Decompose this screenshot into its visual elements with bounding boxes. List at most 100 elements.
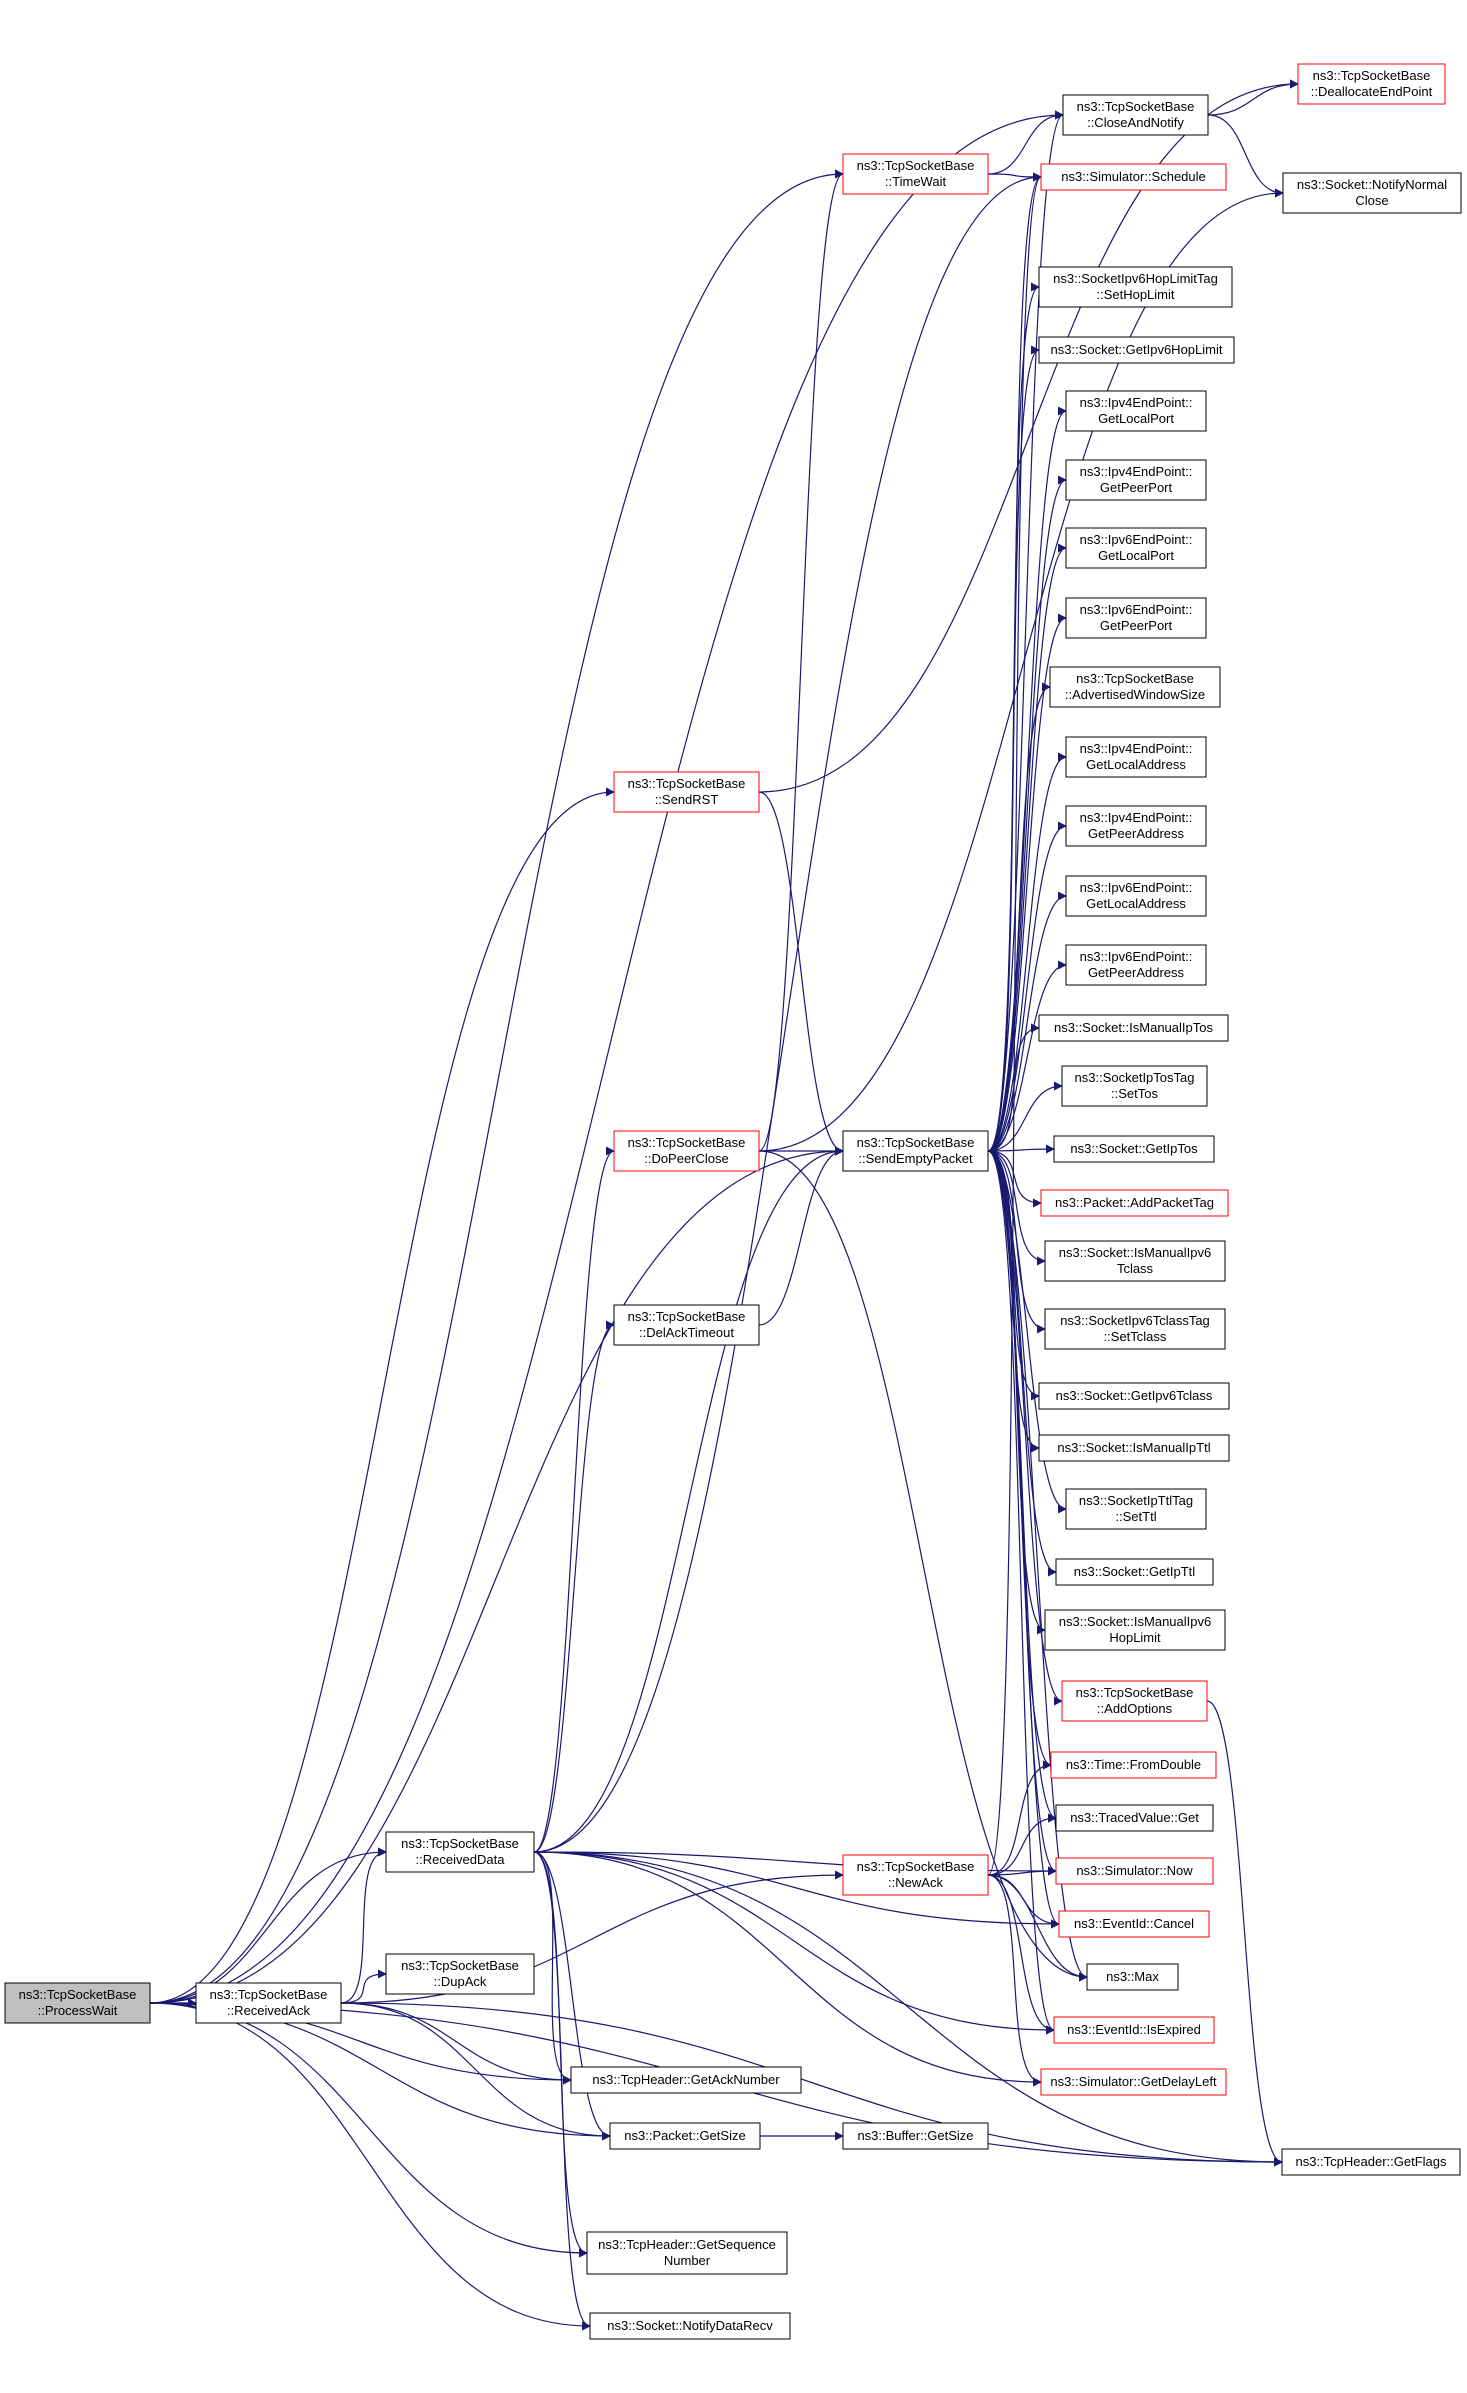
- node-notify-data-recv[interactable]: ns3::Socket::NotifyDataRecv: [589, 2312, 791, 2340]
- node-process-wait-label-0: ns3::TcpSocketBase: [19, 1987, 137, 2002]
- node-buffer-get-size[interactable]: ns3::Buffer::GetSize: [842, 2122, 989, 2150]
- node-get-delay-left[interactable]: ns3::Simulator::GetDelayLeft: [1040, 2068, 1227, 2096]
- edge-send-rst-to-send-empty-packet: [758, 791, 844, 1156]
- node-received-data[interactable]: ns3::TcpSocketBase::ReceivedData: [385, 1831, 535, 1873]
- node-ipv6-local-port[interactable]: ns3::Ipv6EndPoint::GetLocalPort: [1065, 527, 1207, 569]
- node-new-ack[interactable]: ns3::TcpSocketBase::NewAck: [842, 1854, 989, 1896]
- node-ns3-max-box: [1086, 1963, 1179, 1991]
- node-del-ack-timeout[interactable]: ns3::TcpSocketBase::DelAckTimeout: [613, 1304, 760, 1346]
- node-received-ack[interactable]: ns3::TcpSocketBase::ReceivedAck: [195, 1982, 342, 2024]
- node-ipv4-local-address-box: [1065, 736, 1207, 778]
- edge-received-data-to-simulator-schedule: [533, 172, 1042, 1853]
- node-received-data-box: [385, 1831, 535, 1873]
- node-ipv4-local-address[interactable]: ns3::Ipv4EndPoint::GetLocalAddress: [1065, 736, 1207, 778]
- node-traced-value-get-label-0: ns3::TracedValue::Get: [1070, 1810, 1199, 1825]
- node-time-wait[interactable]: ns3::TcpSocketBase::TimeWait: [842, 153, 989, 195]
- node-ipv6-peer-address-label-0: ns3::Ipv6EndPoint::: [1080, 949, 1193, 964]
- node-process-wait-label-1: ::ProcessWait: [38, 2003, 118, 2018]
- node-new-ack-label-1: ::NewAck: [888, 1875, 943, 1890]
- node-ipv4-peer-address-label-0: ns3::Ipv4EndPoint::: [1080, 810, 1193, 825]
- node-simulator-schedule[interactable]: ns3::Simulator::Schedule: [1040, 163, 1227, 191]
- node-get-ack-number[interactable]: ns3::TcpHeader::GetAckNumber: [570, 2066, 802, 2094]
- node-get-iptos[interactable]: ns3::Socket::GetIpTos: [1053, 1135, 1215, 1163]
- edge-send-empty-packet-to-ipv4-local-address: [987, 752, 1067, 1152]
- node-ipv4-peer-port[interactable]: ns3::Ipv4EndPoint::GetPeerPort: [1065, 459, 1207, 501]
- node-packet-get-size-box: [609, 2122, 761, 2150]
- node-ipv6-local-address[interactable]: ns3::Ipv6EndPoint::GetLocalAddress: [1065, 875, 1207, 917]
- node-eventid-is-expired[interactable]: ns3::EventId::IsExpired: [1053, 2016, 1215, 2044]
- node-ipv6-local-address-label-1: GetLocalAddress: [1086, 896, 1186, 911]
- node-ipv6-peer-port[interactable]: ns3::Ipv6EndPoint::GetPeerPort: [1065, 597, 1207, 639]
- node-ipv6-peer-address[interactable]: ns3::Ipv6EndPoint::GetPeerAddress: [1065, 944, 1207, 986]
- node-send-rst-label-0: ns3::TcpSocketBase: [628, 776, 746, 791]
- edge-new-ack-to-eventid-is-expired: [987, 1874, 1055, 2035]
- node-simulator-schedule-label-0: ns3::Simulator::Schedule: [1061, 169, 1206, 184]
- node-get-delay-left-label-0: ns3::Simulator::GetDelayLeft: [1050, 2074, 1217, 2089]
- node-deallocate-endpoint[interactable]: ns3::TcpSocketBase::DeallocateEndPoint: [1297, 63, 1446, 105]
- node-ipttltag-setttl-label-0: ns3::SocketIpTtlTag: [1079, 1493, 1193, 1508]
- node-do-peer-close[interactable]: ns3::TcpSocketBase::DoPeerClose: [613, 1130, 760, 1172]
- node-ipv6-local-address-label-0: ns3::Ipv6EndPoint::: [1080, 880, 1193, 895]
- node-ipv4-local-port-label-1: GetLocalPort: [1098, 411, 1174, 426]
- node-send-rst[interactable]: ns3::TcpSocketBase::SendRST: [613, 771, 760, 813]
- node-add-options[interactable]: ns3::TcpSocketBase::AddOptions: [1061, 1680, 1208, 1722]
- node-send-empty-packet[interactable]: ns3::TcpSocketBase::SendEmptyPacket: [842, 1130, 989, 1172]
- node-get-ipv6-hoplimit[interactable]: ns3::Socket::GetIpv6HopLimit: [1038, 336, 1235, 364]
- node-iptostag-settos[interactable]: ns3::SocketIpTosTag::SetTos: [1061, 1065, 1208, 1107]
- edge-do-peer-close-to-notify-normal-close: [758, 188, 1284, 1152]
- edge-time-wait-to-close-and-notify: [987, 110, 1064, 175]
- edge-send-empty-packet-to-eventid-cancel: [987, 1150, 1060, 1929]
- node-is-manual-ipv6-tclass-box: [1044, 1240, 1226, 1282]
- edge-received-data-to-tcpheader-get-flags: [533, 1851, 1283, 2167]
- node-get-ipv6-tclass[interactable]: ns3::Socket::GetIpv6Tclass: [1038, 1382, 1230, 1410]
- node-advertised-window[interactable]: ns3::TcpSocketBase::AdvertisedWindowSize: [1049, 666, 1221, 708]
- node-add-packet-tag[interactable]: ns3::Packet::AddPacketTag: [1040, 1189, 1229, 1217]
- node-ipv6-peer-port-box: [1065, 597, 1207, 639]
- node-is-manual-iptos[interactable]: ns3::Socket::IsManualIpTos: [1038, 1014, 1229, 1042]
- node-ipv4-peer-address[interactable]: ns3::Ipv4EndPoint::GetPeerAddress: [1065, 805, 1207, 847]
- node-process-wait[interactable]: ns3::TcpSocketBase::ProcessWait: [4, 1982, 151, 2024]
- edge-received-ack-to-new-ack: [340, 1870, 844, 2004]
- node-tclasstag-settclass[interactable]: ns3::SocketIpv6TclassTag::SetTclass: [1044, 1308, 1226, 1350]
- edge-new-ack-to-get-delay-left: [987, 1874, 1042, 2087]
- node-get-ipttl[interactable]: ns3::Socket::GetIpTtl: [1055, 1558, 1214, 1586]
- node-ipv4-local-port[interactable]: ns3::Ipv4EndPoint::GetLocalPort: [1065, 390, 1207, 432]
- node-time-from-double[interactable]: ns3::Time::FromDouble: [1050, 1751, 1217, 1779]
- edge-received-ack-to-get-ack-number: [340, 2002, 572, 2085]
- node-send-empty-packet-label-1: ::SendEmptyPacket: [858, 1151, 973, 1166]
- node-hoplimit-set[interactable]: ns3::SocketIpv6HopLimitTag::SetHopLimit: [1038, 266, 1233, 308]
- node-dup-ack[interactable]: ns3::TcpSocketBase::DupAck: [385, 1953, 535, 1995]
- edge-received-data-to-get-delay-left: [533, 1851, 1042, 2087]
- node-packet-get-size[interactable]: ns3::Packet::GetSize: [609, 2122, 761, 2150]
- node-traced-value-get[interactable]: ns3::TracedValue::Get: [1055, 1804, 1214, 1832]
- node-is-manual-iptos-box: [1038, 1014, 1229, 1042]
- node-ipv4-local-port-label-0: ns3::Ipv4EndPoint::: [1080, 395, 1193, 410]
- edge-received-data-to-packet-get-size: [533, 1851, 611, 2141]
- node-ipttltag-setttl[interactable]: ns3::SocketIpTtlTag::SetTtl: [1065, 1488, 1207, 1530]
- node-buffer-get-size-box: [842, 2122, 989, 2150]
- edge-send-empty-packet-to-get-ipv6-tclass: [987, 1150, 1040, 1401]
- node-tcpheader-get-flags[interactable]: ns3::TcpHeader::GetFlags: [1281, 2148, 1461, 2176]
- node-received-ack-label-0: ns3::TcpSocketBase: [210, 1987, 328, 2002]
- edge-time-wait-to-simulator-schedule: [987, 172, 1042, 182]
- node-is-manual-ipv6-tclass-label-1: Tclass: [1117, 1261, 1154, 1276]
- node-ns3-max-label-0: ns3::Max: [1106, 1969, 1159, 1984]
- node-eventid-cancel[interactable]: ns3::EventId::Cancel: [1058, 1910, 1210, 1938]
- node-close-and-notify[interactable]: ns3::TcpSocketBase::CloseAndNotify: [1062, 94, 1209, 136]
- node-received-ack-box: [195, 1982, 342, 2024]
- edge-do-peer-close-to-time-wait: [758, 169, 844, 1152]
- node-advertised-window-label-1: ::AdvertisedWindowSize: [1065, 687, 1205, 702]
- node-ns3-max[interactable]: ns3::Max: [1086, 1963, 1179, 1991]
- edge-send-empty-packet-to-iptostag-settos: [987, 1081, 1063, 1152]
- node-get-iptos-label-0: ns3::Socket::GetIpTos: [1070, 1141, 1198, 1156]
- node-is-manual-ipttl[interactable]: ns3::Socket::IsManualIpTtl: [1038, 1434, 1230, 1462]
- node-ipv6-peer-address-label-1: GetPeerAddress: [1088, 965, 1185, 980]
- node-get-ipv6-tclass-box: [1038, 1382, 1230, 1410]
- node-simulator-now[interactable]: ns3::Simulator::Now: [1055, 1857, 1214, 1885]
- node-time-wait-box: [842, 153, 989, 195]
- edge-received-ack-to-packet-get-size: [340, 2002, 611, 2141]
